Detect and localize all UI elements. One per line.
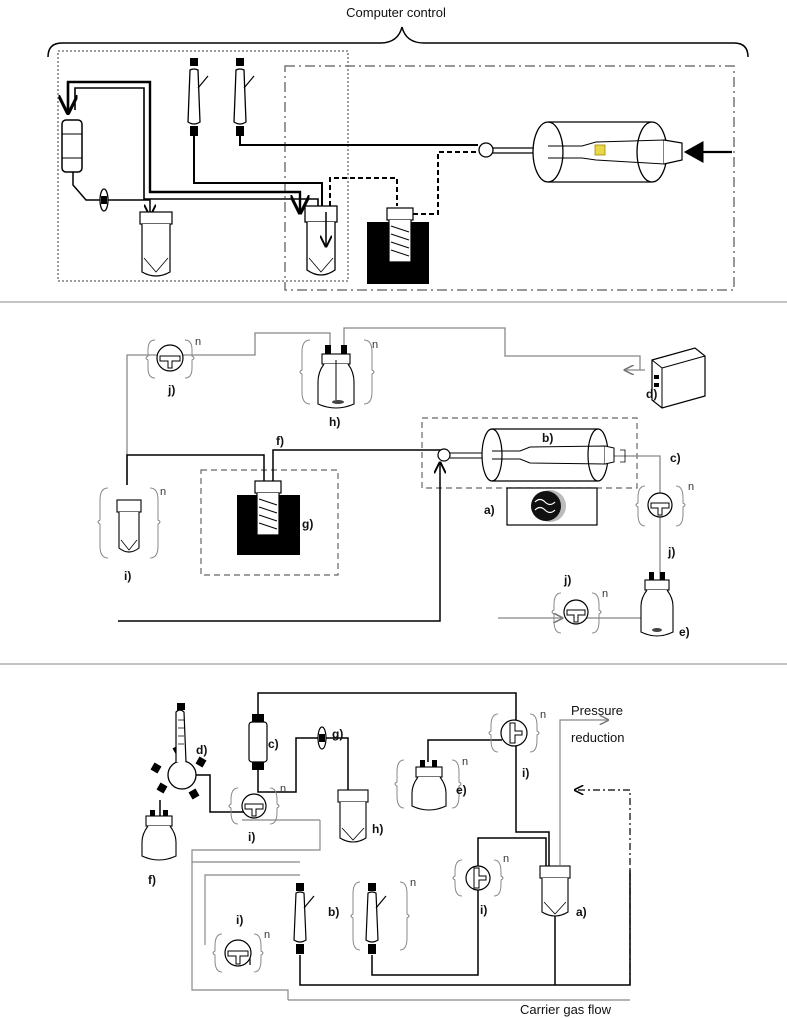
panel-2: n j) n h) d) f) xyxy=(97,327,706,639)
label-h: h) xyxy=(329,415,340,429)
label-n-e: n xyxy=(462,756,468,768)
dashdot-region xyxy=(284,65,735,291)
label-n-i-top: n xyxy=(540,709,546,721)
bottle-e xyxy=(640,572,674,637)
label-j-right: j) xyxy=(667,545,675,559)
label-n-i-middle: n xyxy=(280,783,286,795)
dotted-region xyxy=(57,50,349,282)
heater-a xyxy=(506,487,598,526)
label-i-middle: i) xyxy=(248,830,255,844)
panel-3: d) c) g) h) n i) xyxy=(141,692,631,1017)
tube-loop-inner xyxy=(74,87,319,212)
multiport-valve-d xyxy=(150,703,207,800)
label-c3: c) xyxy=(268,737,279,751)
computer-control-brace xyxy=(47,26,749,58)
label-e3: e) xyxy=(456,783,467,797)
pressure-label-2: reduction xyxy=(571,730,624,745)
label-i: i) xyxy=(124,569,131,583)
panel-computer-control: Computer control xyxy=(47,5,749,291)
bottle-h xyxy=(317,345,355,409)
label-n-j-right: n xyxy=(688,481,694,493)
valve-i-bottom xyxy=(212,933,264,973)
black-tube-bottom xyxy=(118,463,440,622)
label-n-i: n xyxy=(160,486,166,498)
valve-j-bottom xyxy=(551,592,602,634)
computer-control-title: Computer control xyxy=(346,5,446,20)
label-g3: g) xyxy=(332,727,343,741)
grey-tube-to-d xyxy=(343,327,641,370)
vial-i xyxy=(116,499,142,553)
label-b: b) xyxy=(542,431,553,445)
valve-i-lower xyxy=(452,859,504,897)
dashdot-return xyxy=(575,790,631,985)
label-e: e) xyxy=(679,625,690,639)
black-tube-heater xyxy=(272,449,442,486)
valve-i-middle xyxy=(228,787,280,825)
valve-1 xyxy=(478,142,494,158)
tube-heater-dashed xyxy=(413,151,478,215)
label-a: a) xyxy=(484,503,495,517)
syringe-b2 xyxy=(365,883,387,954)
label-n-b: n xyxy=(410,877,416,889)
tube-to-filter xyxy=(72,172,150,215)
valve-j-right xyxy=(635,485,686,527)
pressure-line xyxy=(559,720,608,865)
syringe-b1 xyxy=(293,883,315,954)
heater-g xyxy=(237,480,300,555)
reaction-vessel xyxy=(304,205,338,276)
tube-syringe2 xyxy=(239,136,478,146)
label-a3: a) xyxy=(576,905,587,919)
label-i-top: i) xyxy=(522,766,529,780)
flow-controller xyxy=(651,347,706,409)
syringe-2 xyxy=(233,58,255,136)
label-n-j-bottom: n xyxy=(602,588,608,600)
label-j-bottom: j) xyxy=(563,573,571,587)
vial-h xyxy=(337,789,369,843)
label-b3: b) xyxy=(328,905,339,919)
vial-a xyxy=(539,865,571,917)
valve-i-top xyxy=(488,713,540,753)
label-g: g) xyxy=(302,517,313,531)
label-j-top: j) xyxy=(167,383,175,397)
label-c: c) xyxy=(670,451,681,465)
target-chamber-b xyxy=(481,428,615,482)
grey-tube-bottom xyxy=(191,861,300,1000)
black-tube-bottom-flow xyxy=(299,870,631,986)
label-i-bottom: i) xyxy=(236,913,243,927)
collection-vial xyxy=(139,211,173,277)
label-i-lower: i) xyxy=(480,903,487,917)
label-n-i-lower: n xyxy=(503,853,509,865)
heater-region xyxy=(200,469,339,576)
label-f3: f) xyxy=(148,873,156,887)
valve-j-top xyxy=(145,339,195,379)
black-tube-top xyxy=(257,692,550,866)
heating-block xyxy=(367,207,429,284)
label-f: f) xyxy=(276,434,284,448)
label-n-j-top: n xyxy=(195,336,201,348)
syringe-1 xyxy=(187,58,209,136)
target-chamber xyxy=(532,121,683,183)
tube-syringe1 xyxy=(193,136,323,212)
bottle-e3 xyxy=(411,760,447,811)
label-n-h: n xyxy=(372,339,378,351)
label-n-i-bottom: n xyxy=(264,929,270,941)
black-tube-main xyxy=(126,454,265,486)
tube-vessel-dashed xyxy=(329,177,398,206)
label-d3: d) xyxy=(196,743,207,757)
grey-tube-top xyxy=(126,332,331,485)
valve-2 xyxy=(437,448,451,462)
label-h3: h) xyxy=(372,822,383,836)
bottle-f xyxy=(141,810,177,861)
label-d: d) xyxy=(646,387,657,401)
pressure-label-1: Pressure xyxy=(571,703,623,718)
cartridge xyxy=(61,119,83,173)
cartridge-c xyxy=(248,714,268,770)
carrier-gas-label: Carrier gas flow xyxy=(520,1002,612,1017)
